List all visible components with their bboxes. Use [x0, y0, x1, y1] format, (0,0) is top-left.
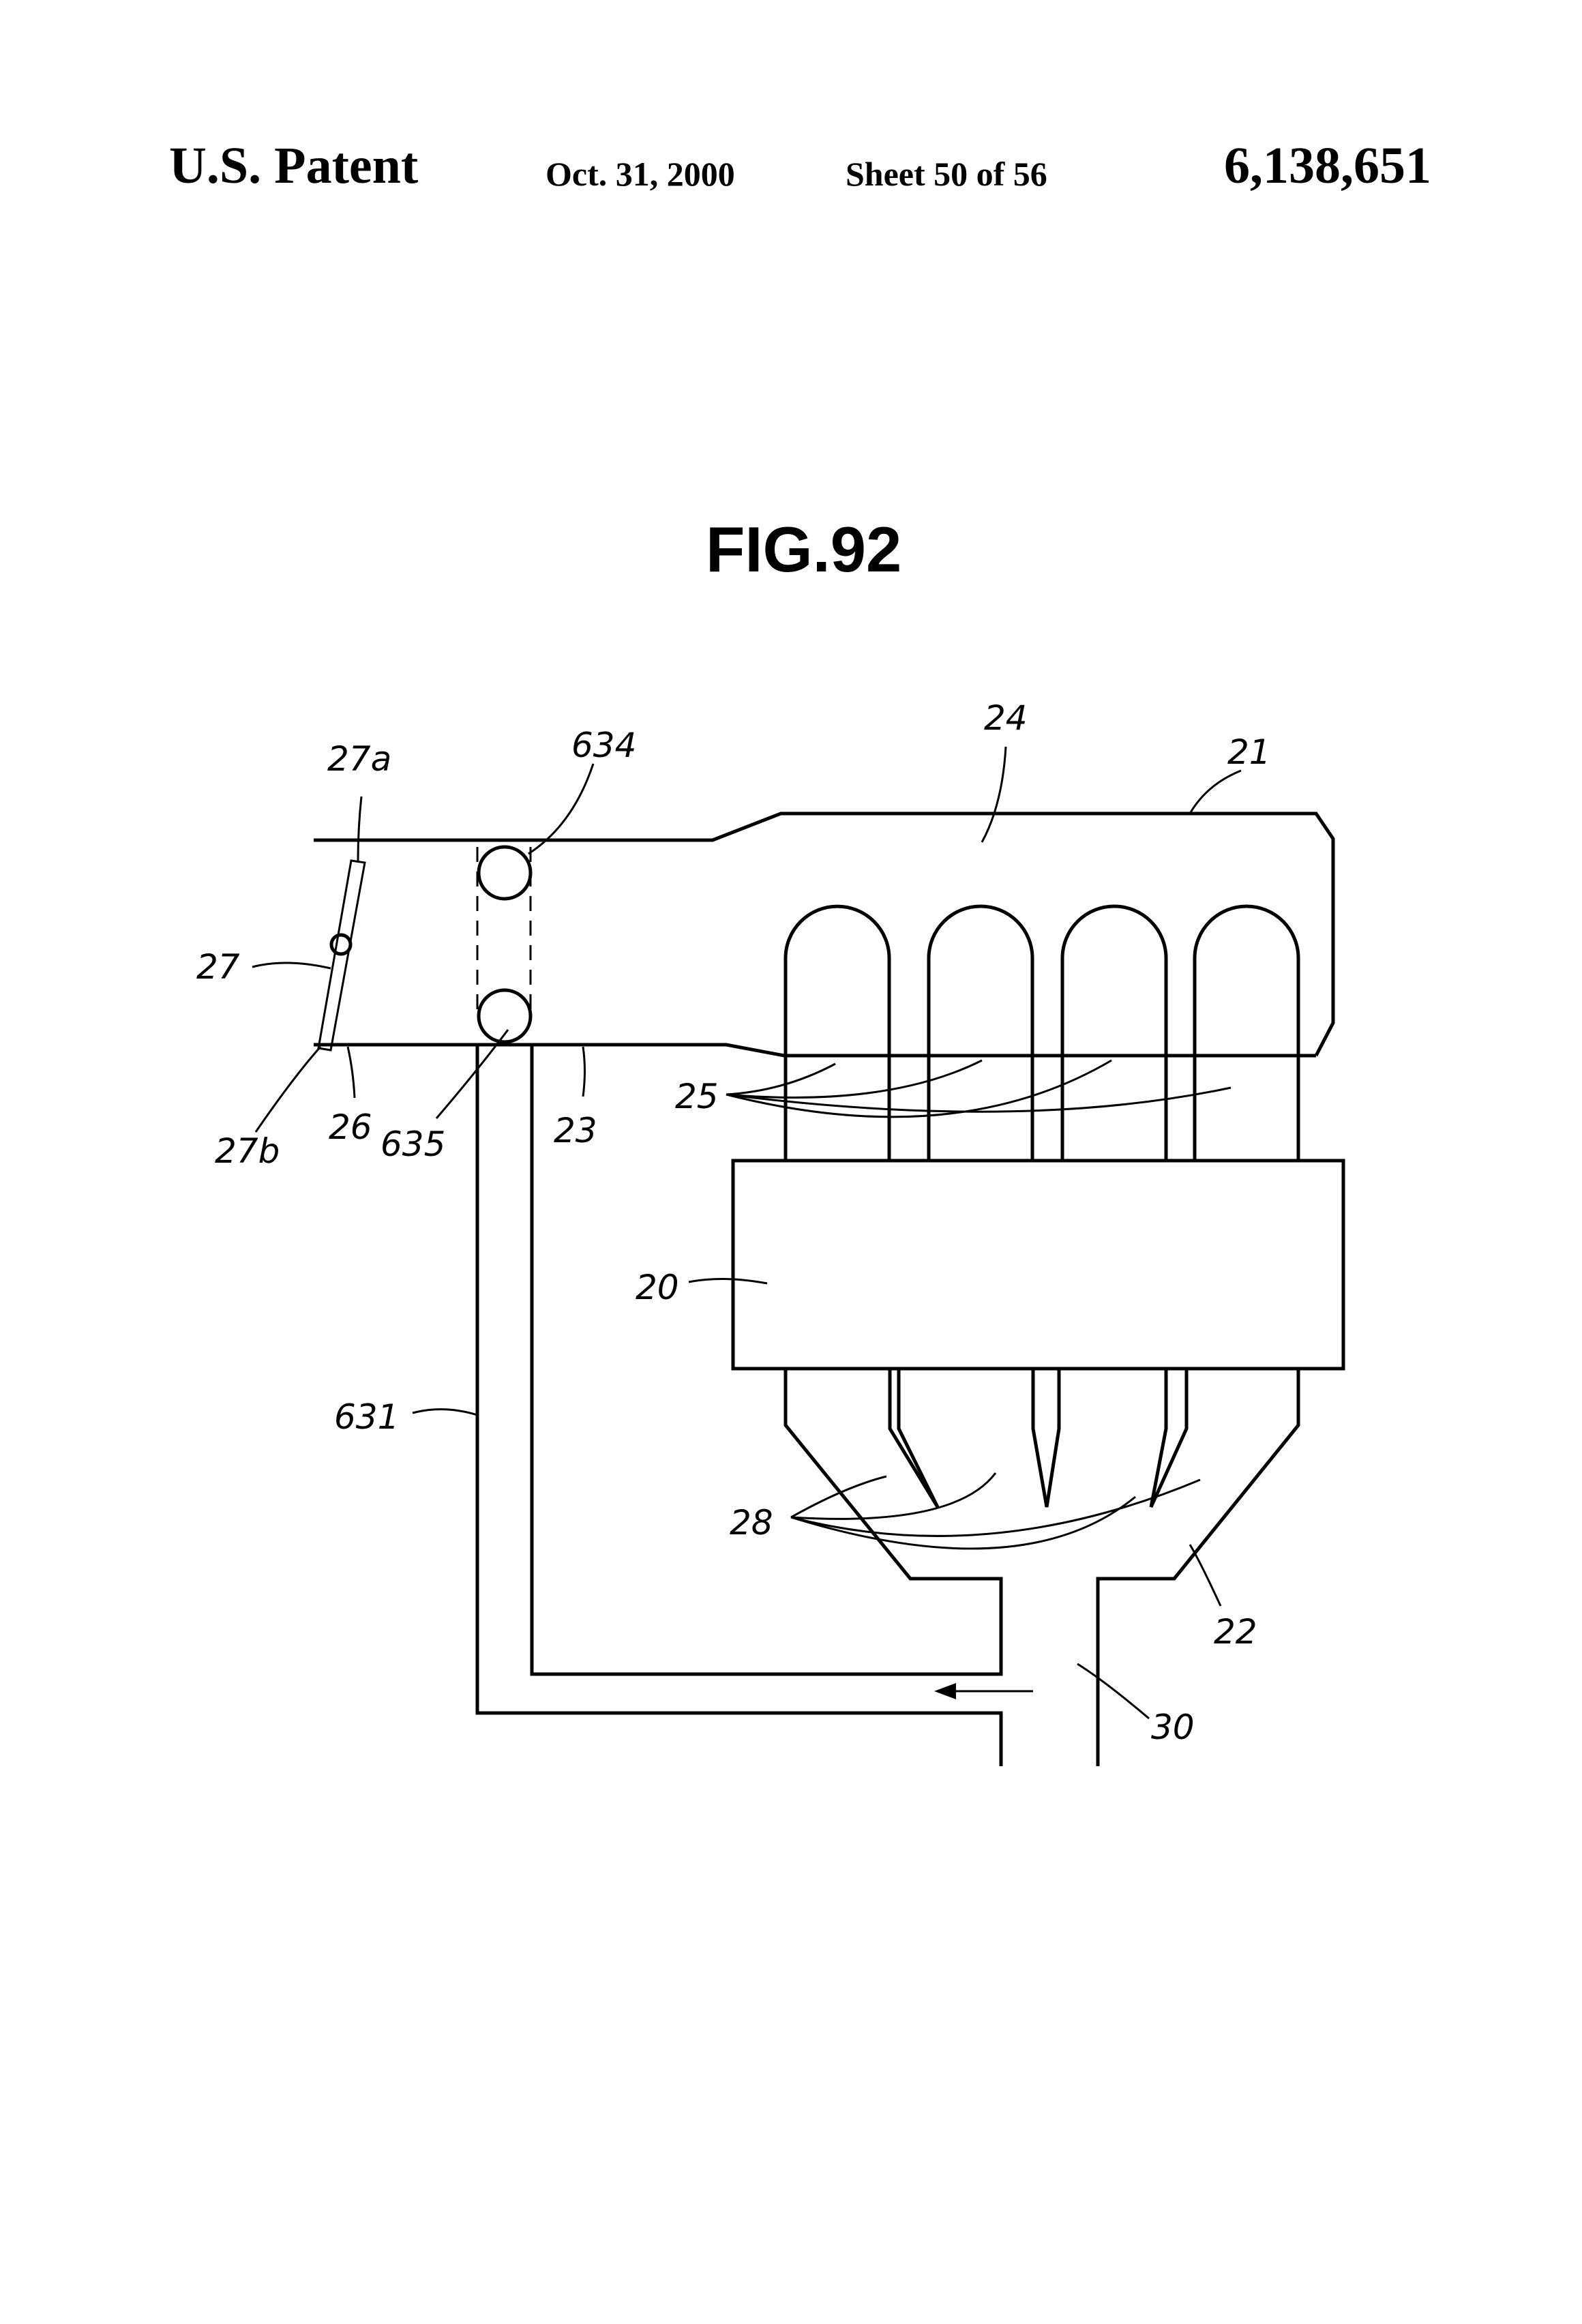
hopper-left-wall — [532, 1045, 1001, 1674]
label-23: 23 — [554, 1111, 597, 1150]
leader-26 — [348, 1047, 355, 1098]
return-pipe-631-outer — [477, 1045, 1001, 1766]
label-30: 30 — [1151, 1708, 1195, 1747]
label-635: 635 — [380, 1124, 445, 1164]
tube-group-25 — [786, 906, 1298, 1161]
hopper-right-wall — [1098, 1369, 1298, 1766]
projection-3 — [1151, 1369, 1186, 1507]
intake-duct-top-wall — [314, 814, 1333, 1056]
label-21: 21 — [1227, 732, 1271, 772]
roller-634 — [479, 847, 531, 899]
throttle-valve-27 — [318, 861, 365, 1050]
label-27a: 27a — [327, 739, 391, 779]
leader-22 — [1190, 1545, 1221, 1606]
leader-27a — [358, 796, 361, 861]
label-631: 631 — [334, 1397, 399, 1437]
leader-25-d — [726, 1088, 1231, 1112]
label-22: 22 — [1214, 1612, 1257, 1652]
tube-4 — [1195, 906, 1298, 1161]
tube-1 — [786, 906, 889, 1161]
leader-23 — [583, 1047, 585, 1097]
leader-28-c — [791, 1497, 1135, 1549]
projection-1 — [890, 1369, 938, 1507]
label-20: 20 — [636, 1268, 679, 1307]
leader-25-b — [726, 1060, 982, 1097]
label-26: 26 — [329, 1107, 372, 1147]
leader-20 — [689, 1279, 767, 1283]
valve-shaft — [331, 935, 350, 954]
projections-28 — [890, 1369, 1186, 1507]
projection-2 — [1033, 1369, 1059, 1507]
leader-631 — [413, 1410, 477, 1415]
body-block-20 — [733, 1161, 1343, 1369]
label-24: 24 — [984, 698, 1028, 738]
tube-2 — [929, 906, 1032, 1161]
label-25: 25 — [675, 1077, 719, 1116]
leader-27b — [256, 1047, 320, 1132]
tube-3 — [1062, 906, 1166, 1161]
leader-lines — [252, 747, 1241, 1718]
leader-24 — [982, 747, 1006, 842]
label-634: 634 — [571, 726, 636, 765]
flow-arrow-head — [934, 1683, 956, 1699]
label-27b: 27b — [215, 1131, 280, 1171]
leader-25-a — [726, 1064, 835, 1094]
label-27: 27 — [196, 947, 240, 987]
label-28: 28 — [730, 1503, 773, 1543]
leader-30 — [1077, 1664, 1149, 1718]
leader-21 — [1190, 771, 1241, 814]
leader-27 — [252, 963, 331, 968]
leader-28-a — [791, 1476, 886, 1517]
leader-28-b — [791, 1473, 996, 1519]
